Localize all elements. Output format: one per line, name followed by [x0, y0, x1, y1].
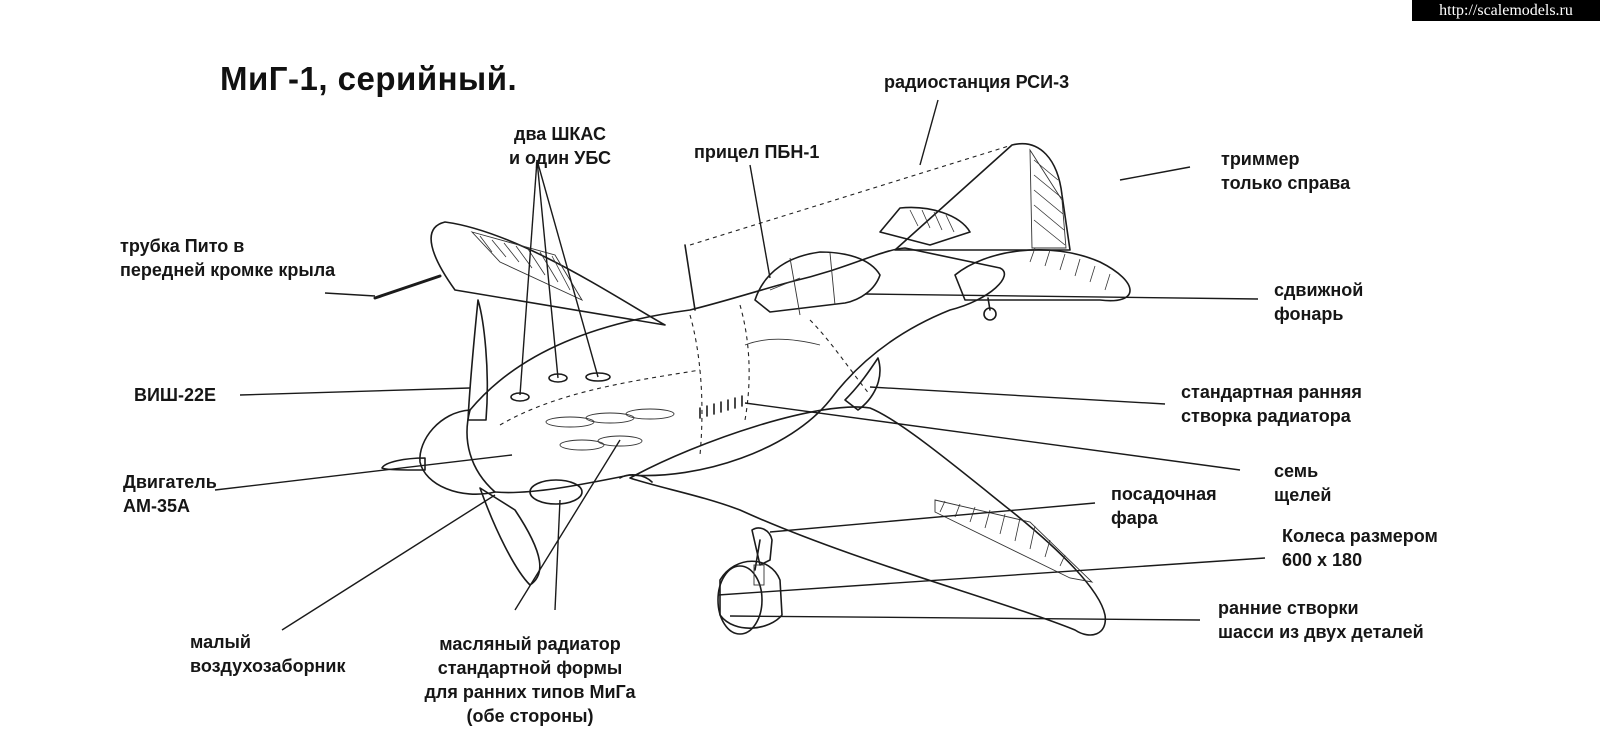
leader-radio [919, 99, 939, 166]
leader-canopy [864, 293, 1259, 300]
label-trimmer: триммер только справа [1221, 149, 1351, 193]
leader-propeller [239, 387, 471, 396]
prop-blade-top [467, 299, 489, 421]
leader-landing-light [769, 502, 1096, 533]
label-air-intake: малый воздухозаборник [190, 632, 346, 676]
leader-oil-cooler-2 [554, 499, 561, 611]
label-guns: два ШКАС и один УБС [508, 124, 612, 168]
left-wing [430, 221, 666, 326]
fuselage [466, 247, 1006, 494]
prop-blade-bottom [479, 487, 541, 586]
leader-gear-doors [729, 615, 1201, 621]
leader-guns-2 [536, 159, 559, 379]
seven-slots [699, 395, 743, 419]
label-oil-cooler: масляный радиатор стандартной формы для … [424, 634, 636, 726]
label-pitot: трубка Пито в передней кромке крыла [120, 236, 336, 280]
label-wheels: Колеса размером 600 х 180 [1282, 526, 1438, 570]
label-landing-light: посадочная фара [1111, 484, 1217, 528]
prop-blade-left [381, 457, 426, 471]
right-aileron-hatch [934, 499, 1094, 583]
diagram-title: МиГ-1, серийный. [220, 60, 518, 97]
label-engine: Двигатель АМ-35А [123, 472, 217, 516]
leader-trimmer [1119, 166, 1191, 181]
aircraft-illustration [381, 142, 1131, 636]
label-canopy: сдвижной фонарь [1274, 280, 1364, 324]
label-sight: прицел ПБН-1 [694, 142, 820, 162]
leader-engine [214, 454, 513, 491]
leader-wheels [717, 557, 1266, 596]
panel-lines [499, 304, 871, 456]
radio-mast [684, 244, 696, 311]
leader-sight [749, 164, 771, 279]
rudder-hatch [1029, 148, 1067, 249]
leader-air-intake [281, 494, 496, 631]
exhaust-stacks [545, 408, 675, 451]
label-radio: радиостанция РСИ-3 [884, 72, 1070, 92]
vertical-fin [894, 142, 1071, 251]
leader-radiator-flap [869, 386, 1166, 405]
watermark: http://scalemodels.ru [1412, 0, 1600, 21]
radiator-scoop [844, 357, 881, 411]
label-propeller: ВИШ-22Е [134, 385, 217, 405]
right-elevator-hatch [1029, 247, 1111, 291]
leader-pitot [324, 292, 376, 297]
left-elevator-hatch [909, 209, 955, 233]
nose-guns [510, 372, 611, 402]
leader-guns-3 [536, 159, 599, 378]
pitot-tube [373, 274, 442, 300]
under-nose [529, 473, 653, 505]
spinner [419, 409, 496, 495]
leader-lines [214, 99, 1266, 631]
left-stabilizer [879, 206, 971, 246]
leader-oil-cooler-1 [514, 439, 621, 611]
canopy [754, 251, 881, 316]
right-wing [629, 406, 1106, 636]
label-gear-doors: ранние створки шасси из двух деталей [1218, 598, 1424, 642]
leader-slots [744, 402, 1241, 471]
right-stabilizer [954, 249, 1131, 302]
label-radiator-flap: стандартная ранняя створка радиатора [1181, 382, 1362, 426]
label-slots: семь щелей [1274, 461, 1332, 505]
main-gear [717, 527, 783, 635]
antenna-wire [689, 144, 1013, 246]
leader-guns-1 [519, 159, 538, 396]
tail-wheel [983, 297, 997, 321]
